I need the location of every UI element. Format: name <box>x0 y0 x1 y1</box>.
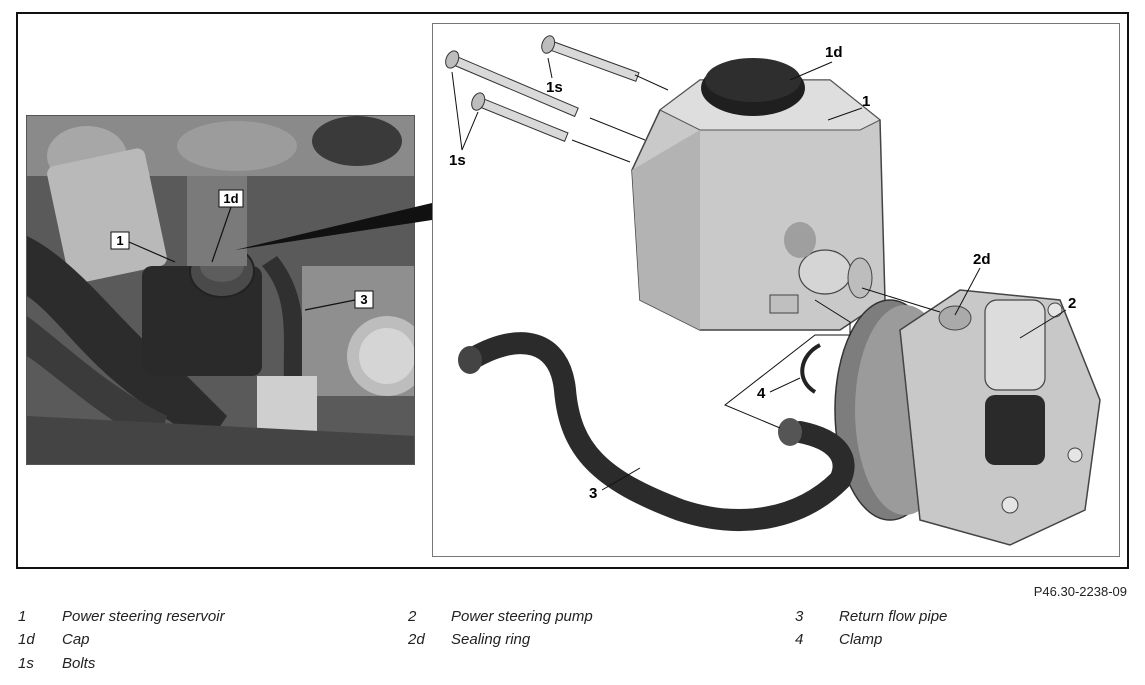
callout-1s-left: 1s <box>449 152 466 169</box>
figure-reference: P46.30-2238-09 <box>1033 584 1127 599</box>
legend-key: 1s <box>18 655 34 672</box>
hose-shape <box>459 332 855 531</box>
legend-key: 2d <box>408 631 425 648</box>
inset-callout-1: 1 <box>116 233 123 248</box>
legend-label: Cap <box>62 631 90 648</box>
pump-shape <box>834 289 1101 546</box>
engine-bay-illustration <box>27 116 414 464</box>
legend-label: Return flow pipe <box>839 608 948 625</box>
callout-1s-top: 1s <box>546 79 563 96</box>
callout-3: 3 <box>589 485 597 502</box>
callout-2d: 2d <box>973 251 991 268</box>
legend-label: Sealing ring <box>451 631 531 648</box>
legend-key: 1 <box>18 608 27 625</box>
engine-bay-photo <box>26 115 415 465</box>
legend-label: Power steering pump <box>451 608 593 625</box>
legend-key: 1d <box>18 631 35 648</box>
callout-1d: 1d <box>825 44 843 61</box>
callout-4: 4 <box>757 385 766 402</box>
bolts <box>445 35 640 142</box>
inset-callout-1d: 1d <box>223 191 238 206</box>
legend-label: Bolts <box>62 655 96 672</box>
clamp-shape <box>800 343 822 394</box>
callout-1: 1 <box>862 93 870 110</box>
callout-2: 2 <box>1068 295 1076 312</box>
legend-label: Power steering reservoir <box>62 608 225 625</box>
legend-key: 4 <box>795 631 804 648</box>
legend-label: Clamp <box>839 631 883 648</box>
reservoir-shape <box>631 58 886 331</box>
inset-callout-3: 3 <box>360 292 367 307</box>
legend-key: 2 <box>408 608 417 625</box>
legend-key: 3 <box>795 608 804 625</box>
